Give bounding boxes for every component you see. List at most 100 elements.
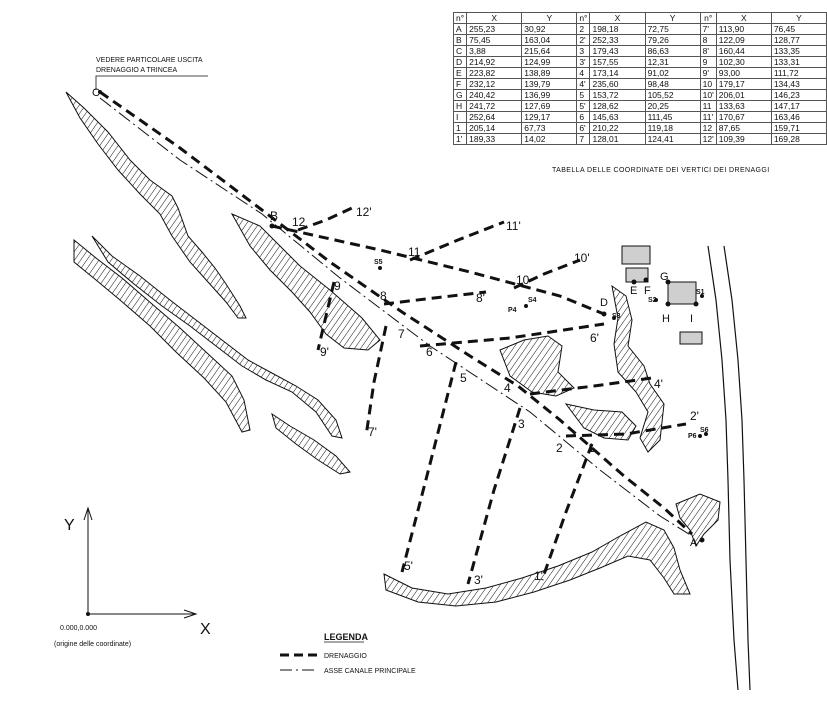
vertex-id-cell: 2 <box>576 23 591 35</box>
coordinate-cell: 255,23 <box>466 23 523 35</box>
drain-label-4p: 4' <box>654 377 663 391</box>
point-label-D: D <box>600 297 608 309</box>
legend-axis-label: ASSE CANALE PRINCIPALE <box>324 668 416 675</box>
vertex-id-cell: 11' <box>699 111 717 123</box>
vertex-id-cell: 6 <box>576 111 591 123</box>
drain-11 <box>409 220 505 262</box>
coordinate-cell: 12,31 <box>644 56 701 68</box>
axis-label-y: Y <box>64 517 75 534</box>
vertex-id-cell: D <box>452 56 468 68</box>
vertex-id-cell: F <box>452 78 468 90</box>
road-edges <box>707 245 751 691</box>
legend-swatches <box>280 641 364 671</box>
table-caption: TABELLA DELLE COORDINATE DEI VERTICI DEI… <box>552 167 770 174</box>
drain-label-5: 5 <box>460 371 467 385</box>
drain-label-10p: 10' <box>574 251 590 265</box>
sensor-label-P6: P6 <box>688 433 697 440</box>
vertex-id-cell: 5 <box>576 89 591 101</box>
coordinate-cell: 122,09 <box>715 34 772 46</box>
drain-label-8p: 8' <box>476 291 485 305</box>
point-label-H: H <box>662 313 670 325</box>
coordinate-cell: 128,77 <box>770 34 827 46</box>
road-edge-right <box>723 245 751 691</box>
drain-label-6p: 6' <box>590 331 599 345</box>
drain-label-3: 3 <box>518 417 525 431</box>
coordinate-cell: 252,64 <box>466 111 523 123</box>
coordinate-cell: 232,12 <box>466 78 523 90</box>
building-4 <box>679 331 703 345</box>
buildings <box>621 245 703 345</box>
coordinate-cell: 102,30 <box>715 56 772 68</box>
coordinate-cell: 109,39 <box>715 133 772 145</box>
drain-label-2: 2 <box>556 441 563 455</box>
coordinate-cell: 134,43 <box>770 78 827 90</box>
vertex-id-cell: 12' <box>699 133 717 145</box>
sensor-label-S6: S6 <box>700 427 709 434</box>
drain-label-1p: 1' <box>534 569 543 583</box>
vertex-id-cell: 4' <box>576 78 591 90</box>
coordinate-cell: 93,00 <box>715 67 772 79</box>
outlet-bank <box>675 493 721 548</box>
coordinate-cell: 179,17 <box>715 78 772 90</box>
coordinate-cell: 241,72 <box>466 100 523 112</box>
coordinate-cell: 113,90 <box>715 23 772 35</box>
origin-dot <box>86 612 90 616</box>
table-header-cell: X <box>466 12 523 24</box>
coordinate-cell: 3,88 <box>466 45 523 57</box>
drain-label-2p: 2' <box>690 409 699 423</box>
coordinate-cell: 145,63 <box>589 111 646 123</box>
drain-12 <box>297 206 353 232</box>
coordinate-cell: 124,41 <box>644 133 701 145</box>
coordinate-cell: 124,99 <box>521 56 578 68</box>
coordinate-cell: 147,17 <box>770 100 827 112</box>
sensor-label-S4: S4 <box>528 297 537 304</box>
table-header-cell: n° <box>576 12 591 24</box>
drain-4 <box>529 376 653 396</box>
river-edge-right <box>611 284 665 453</box>
coordinate-cell: 128,62 <box>589 100 646 112</box>
building-1 <box>621 245 651 265</box>
coordinate-cell: 76,45 <box>770 23 827 35</box>
island-bank <box>271 412 351 475</box>
coordinate-cell: 136,99 <box>521 89 578 101</box>
vertex-id-cell: 9' <box>699 67 717 79</box>
vertex-id-cell: G <box>452 89 468 101</box>
coordinate-cell: 146,23 <box>770 89 827 101</box>
table-header-cell: Y <box>521 12 578 24</box>
table-header-cell: X <box>589 12 646 24</box>
coordinate-cell: 160,44 <box>715 45 772 57</box>
point-label-F: F <box>644 285 651 297</box>
vertex-id-cell: 12 <box>699 122 717 134</box>
vertex-id-cell: 3' <box>576 56 591 68</box>
drain-label-3p: 3' <box>474 573 483 587</box>
point-label-G: G <box>660 271 669 283</box>
sensor-label-S3: S3 <box>612 313 621 320</box>
drain-label-5p: 5' <box>404 559 413 573</box>
map-labels: VEDERE PARTICOLARE USCITA DRENAGGIO A TR… <box>54 57 709 675</box>
coordinate-cell: 205,14 <box>466 122 523 134</box>
coordinate-cell: 214,92 <box>466 56 523 68</box>
bottom-bank <box>383 521 691 607</box>
drain-label-1: 1 <box>588 441 595 455</box>
drain-5 <box>400 361 458 573</box>
coordinate-cell: 169,28 <box>770 133 827 145</box>
drain-b-d <box>271 224 605 316</box>
drain-label-7: 7 <box>398 327 405 341</box>
coordinate-cell: 163,46 <box>770 111 827 123</box>
coordinate-cell: 20,25 <box>644 100 701 112</box>
coordinate-cell: 72,75 <box>644 23 701 35</box>
coordinate-cell: 86,63 <box>644 45 701 57</box>
coordinate-cell: 111,72 <box>770 67 827 79</box>
legend-title: LEGENDA <box>324 632 369 642</box>
table-header-cell: X <box>715 12 772 24</box>
point-label-A: A <box>690 537 698 549</box>
drain-label-11p: 11' <box>506 219 521 233</box>
coordinate-cell: 153,72 <box>589 89 646 101</box>
coordinate-cell: 133,63 <box>715 100 772 112</box>
